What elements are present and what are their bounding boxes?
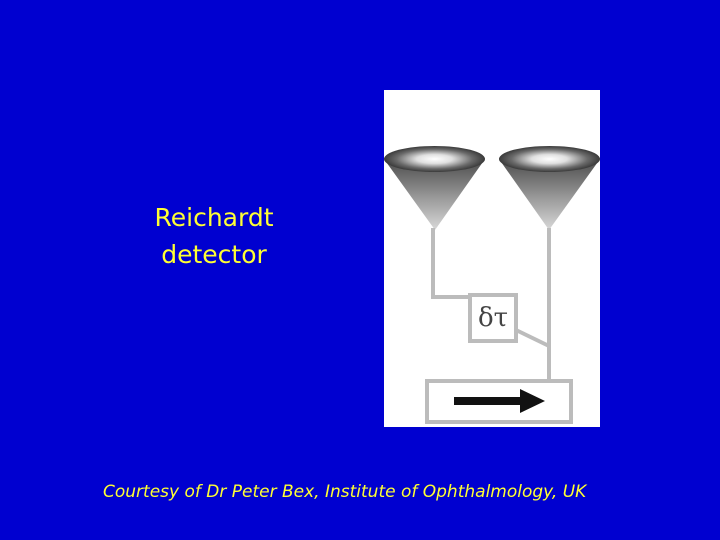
delay-label: δτ: [478, 303, 508, 333]
reichardt-diagram-svg: δτ: [384, 146, 600, 424]
delay-box: δτ: [468, 293, 518, 343]
reichardt-diagram: δτ: [384, 90, 600, 427]
caption: Courtesy of Dr Peter Bex, Institute of O…: [103, 482, 587, 502]
title-line-2: detector: [161, 240, 267, 269]
right-arrow-icon: [454, 389, 545, 413]
slide-title: Reichardt detector: [114, 199, 314, 273]
right-receptor-icon: [499, 146, 600, 230]
delay-output-line: [515, 328, 550, 348]
left-receptor-icon: [384, 146, 485, 230]
left-signal-line: [431, 228, 470, 299]
title-line-1: Reichardt: [154, 203, 274, 232]
output-box: [425, 379, 573, 424]
